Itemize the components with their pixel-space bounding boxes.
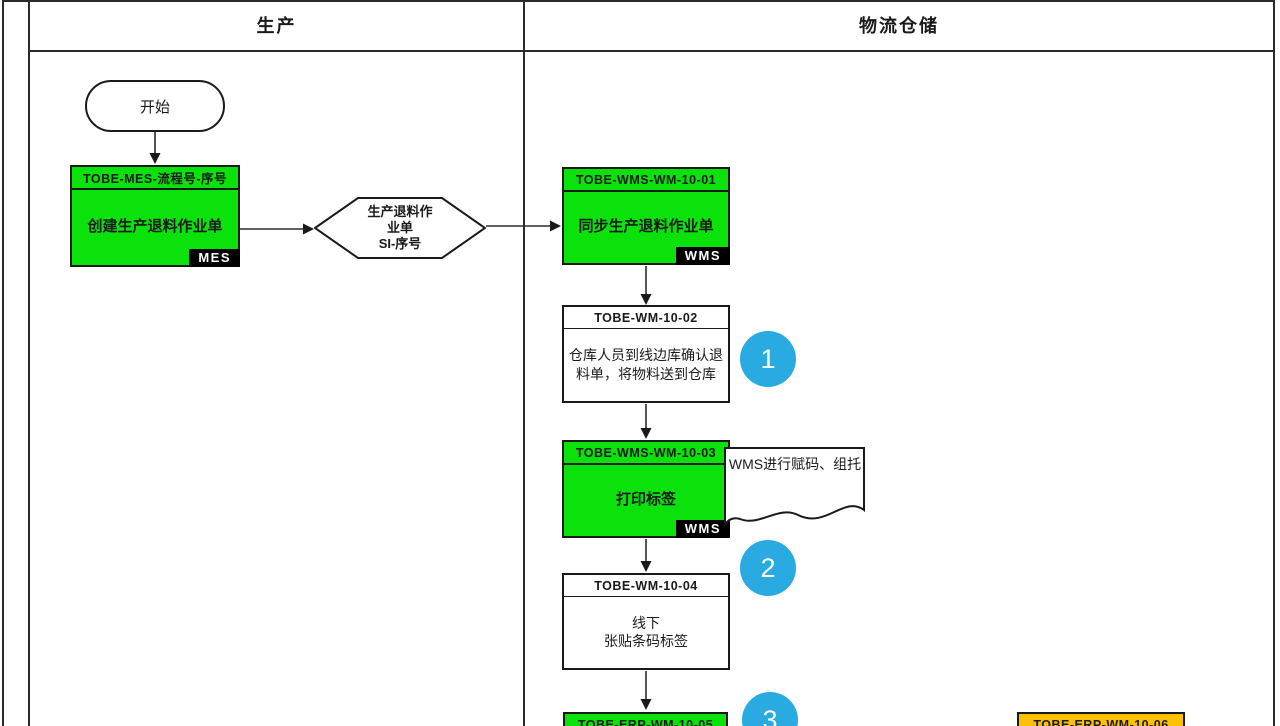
create-return-order-label: 创建生产退料作业单 <box>87 217 223 235</box>
system-tag-mes: MES <box>189 249 240 267</box>
lane-title-warehouse: 物流仓储 <box>525 0 1273 50</box>
create-return-order-node: TOBE-MES-流程号-序号 创建生产退料作业单 MES <box>70 165 240 267</box>
header-separator <box>28 50 1275 52</box>
system-tag-wms-2: WMS <box>675 520 730 538</box>
paste-barcode-lines: 线下 张贴条码标签 <box>604 614 688 650</box>
coding-note-label: WMS进行赋码、组托 <box>728 456 862 472</box>
return-order-hexagon: 生产退料作 业单 SI-序号 <box>314 197 486 259</box>
erp-06-code: TOBE-ERP-WM-10-06 <box>1019 714 1183 726</box>
start-node-label: 开始 <box>139 98 170 116</box>
outer-left-border <box>2 0 4 726</box>
paste-barcode-line-2: 张贴条码标签 <box>604 633 688 649</box>
erp-05-code: TOBE-ERP-WM-10-05 <box>565 714 726 726</box>
step-badge-1: 1 <box>740 331 796 387</box>
step-badge-3: 3 <box>742 692 798 726</box>
sync-return-order-code: TOBE-WMS-WM-10-01 <box>564 169 728 192</box>
lane-left-border <box>28 0 30 726</box>
lane-title-warehouse-label: 物流仓储 <box>859 16 939 36</box>
sync-return-order-label: 同步生产退料作业单 <box>578 217 714 235</box>
lane-title-production: 生产 <box>30 0 523 50</box>
top-border <box>2 0 1275 2</box>
hexagon-shape <box>314 197 486 259</box>
hexagon-line-1: 生产退料作 <box>367 203 433 219</box>
lane-divider <box>523 0 525 726</box>
step-badge-2-number: 2 <box>760 552 776 583</box>
step-badge-1-number: 1 <box>760 343 776 374</box>
print-label-label: 打印标签 <box>615 490 676 508</box>
paste-barcode-label: 线下 张贴条码标签 <box>564 596 728 668</box>
erp-05-node: TOBE-ERP-WM-10-05 <box>563 712 728 726</box>
confirm-material-code: TOBE-WM-10-02 <box>564 307 728 329</box>
sync-return-order-node: TOBE-WMS-WM-10-01 同步生产退料作业单 WMS <box>562 167 730 265</box>
document-shape <box>724 447 865 527</box>
step-badge-3-number: 3 <box>762 704 778 726</box>
system-tag-wms-1: WMS <box>675 247 730 265</box>
start-node: 开始 <box>85 80 225 132</box>
lane-right-border <box>1273 0 1275 726</box>
print-label-code: TOBE-WMS-WM-10-03 <box>564 442 728 465</box>
paste-barcode-line-1: 线下 <box>632 614 660 631</box>
lane-title-production-label: 生产 <box>256 16 297 36</box>
paste-barcode-node: TOBE-WM-10-04 线下 张贴条码标签 <box>562 573 730 670</box>
coding-note-document: WMS进行赋码、组托 <box>724 447 866 533</box>
hexagon-line-2: 业单 <box>386 219 413 235</box>
erp-06-node: TOBE-ERP-WM-10-06 <box>1017 712 1185 726</box>
step-badge-2: 2 <box>740 540 796 596</box>
paste-barcode-code: TOBE-WM-10-04 <box>564 575 728 597</box>
hexagon-line-3: SI-序号 <box>378 236 422 252</box>
confirm-material-node: TOBE-WM-10-02 仓库人员到线边库确认退料单，将物料送到仓库 <box>562 305 730 403</box>
create-return-order-code: TOBE-MES-流程号-序号 <box>72 167 238 190</box>
confirm-material-label: 仓库人员到线边库确认退料单，将物料送到仓库 <box>569 347 723 382</box>
print-label-node: TOBE-WMS-WM-10-03 打印标签 WMS <box>562 440 730 538</box>
return-order-hexagon-label: 生产退料作 业单 SI-序号 <box>314 197 486 259</box>
